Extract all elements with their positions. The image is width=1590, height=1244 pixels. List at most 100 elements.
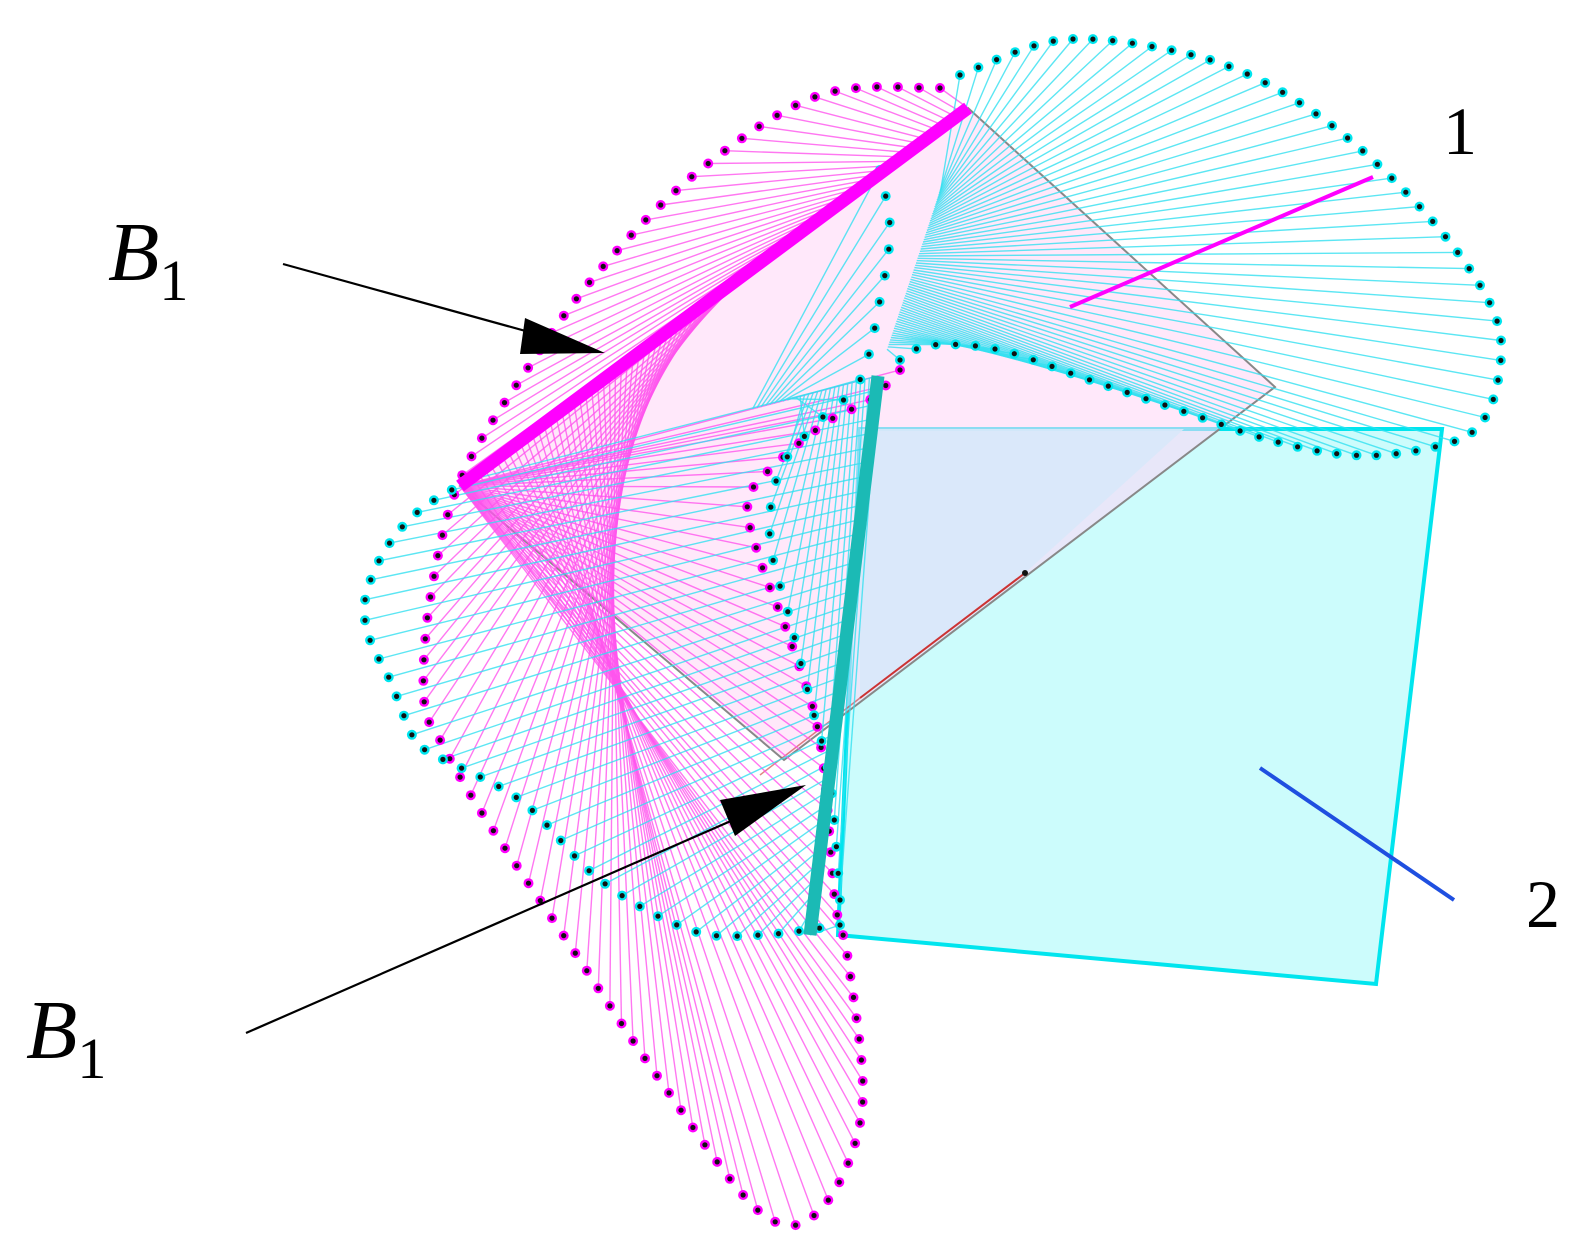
cyan-point <box>1432 444 1438 450</box>
magenta-point <box>740 1192 746 1198</box>
magenta-point <box>614 248 620 254</box>
magenta-ruling-line <box>483 467 864 1082</box>
cyan-point <box>957 72 963 78</box>
cyan-point <box>1068 370 1074 376</box>
magenta-point <box>874 84 880 90</box>
magenta-point <box>468 792 474 798</box>
cyan-point <box>1207 57 1213 63</box>
magenta-ruling-line <box>459 485 813 707</box>
cyan-ruling-line <box>919 236 1446 255</box>
magenta-ruling-line <box>495 458 861 1124</box>
cyan-point <box>887 219 893 226</box>
magenta-ruling-line <box>459 485 818 728</box>
magenta-point <box>845 1160 851 1166</box>
cyan-point <box>734 933 740 939</box>
cyan-point <box>975 64 982 70</box>
cyan-point <box>1295 444 1301 450</box>
cyan-point <box>1296 100 1303 106</box>
cyan-ruling-line <box>937 45 1035 199</box>
cyan-ruling-line <box>751 169 881 410</box>
label-b2-subscript: 1 <box>77 1026 106 1091</box>
cyan-point <box>1416 204 1423 210</box>
cyan-ruling-line <box>676 819 825 926</box>
magenta-ruling-line <box>589 196 849 284</box>
cyan-ruling-line <box>906 290 1377 456</box>
cyan-ruling-line <box>769 391 819 535</box>
cyan-point <box>422 747 428 753</box>
magenta-ruling-line <box>504 330 670 849</box>
cyan-ruling-line <box>546 705 839 826</box>
magenta-point <box>468 453 475 459</box>
cyan-ruling-line <box>813 383 849 716</box>
cyan-ruling-line <box>756 195 887 409</box>
cyan-point <box>674 922 680 928</box>
magenta-point <box>818 744 824 751</box>
cyan-point <box>953 341 959 347</box>
magenta-ruling-line <box>459 485 827 790</box>
cyan-point <box>1280 89 1286 95</box>
magenta-point <box>607 1003 613 1009</box>
cyan-ruling-line <box>934 38 1094 206</box>
cyan-point <box>1455 249 1461 255</box>
magenta-point <box>767 584 773 591</box>
cyan-ruling-line <box>923 150 1363 241</box>
cyan-ruling-line <box>806 385 845 690</box>
magenta-point <box>595 985 601 991</box>
cyan-point <box>1218 421 1224 427</box>
magenta-ruling-line <box>741 137 909 154</box>
magenta-point <box>573 296 580 302</box>
cyan-point <box>368 577 374 583</box>
magenta-point <box>727 1176 733 1182</box>
magenta-point <box>811 1212 817 1219</box>
cyan-point <box>1086 377 1093 383</box>
magenta-point <box>421 657 427 663</box>
cyan-point <box>886 246 892 252</box>
cyan-ruling-line <box>760 222 891 408</box>
cyan-ruling-line <box>928 82 1266 227</box>
cyan-ruling-line <box>639 791 828 907</box>
cyan-ruling-line <box>933 42 1133 210</box>
magenta-ruling-line <box>876 86 951 122</box>
cyan-ruling-line <box>621 776 830 897</box>
cyan-point <box>837 897 843 903</box>
magenta-ruling-line <box>578 397 682 1111</box>
cyan-point <box>431 497 437 503</box>
cyan-point <box>693 929 699 935</box>
cyan-point <box>558 837 564 844</box>
intersection-line <box>859 572 1026 699</box>
cyan-ruling-line <box>939 67 980 191</box>
cyan-point <box>449 487 455 493</box>
magenta-ruling-line <box>551 209 831 334</box>
cyan-ruling-line <box>917 257 1470 270</box>
cyan-point <box>798 660 804 667</box>
magenta-ruling-line <box>459 485 786 628</box>
cyan-ruling-line <box>909 280 1455 443</box>
cyan-point <box>755 932 761 938</box>
magenta-point <box>479 435 485 441</box>
magenta-ruling-line <box>459 485 855 998</box>
cyan-trajectory-points <box>360 34 1506 942</box>
magenta-point <box>747 525 753 531</box>
cyan-ruling-line <box>907 285 1417 452</box>
cyan-point <box>1329 123 1335 129</box>
cyan-point <box>1244 71 1250 77</box>
magenta-point <box>858 1057 865 1063</box>
cyan-point <box>1373 452 1379 458</box>
cyan-point <box>1403 189 1409 195</box>
cyan-ruling-line <box>778 327 876 403</box>
cyan-point <box>992 346 998 352</box>
cyan-point <box>801 433 808 439</box>
cyan-ruling-line <box>921 191 1406 248</box>
cyan-point <box>394 693 400 700</box>
magenta-point <box>722 148 728 154</box>
cyan-point <box>1313 111 1319 117</box>
cyan-point <box>362 617 368 623</box>
cyan-ruling-line <box>770 392 814 508</box>
cyan-point <box>872 325 878 331</box>
cyan-point <box>367 637 373 643</box>
leader-line-2 <box>1258 766 1456 902</box>
magenta-point <box>628 232 634 238</box>
cyan-ruling-line <box>498 662 844 788</box>
magenta-point <box>457 774 463 780</box>
cyan-ruling-line <box>938 51 1016 196</box>
